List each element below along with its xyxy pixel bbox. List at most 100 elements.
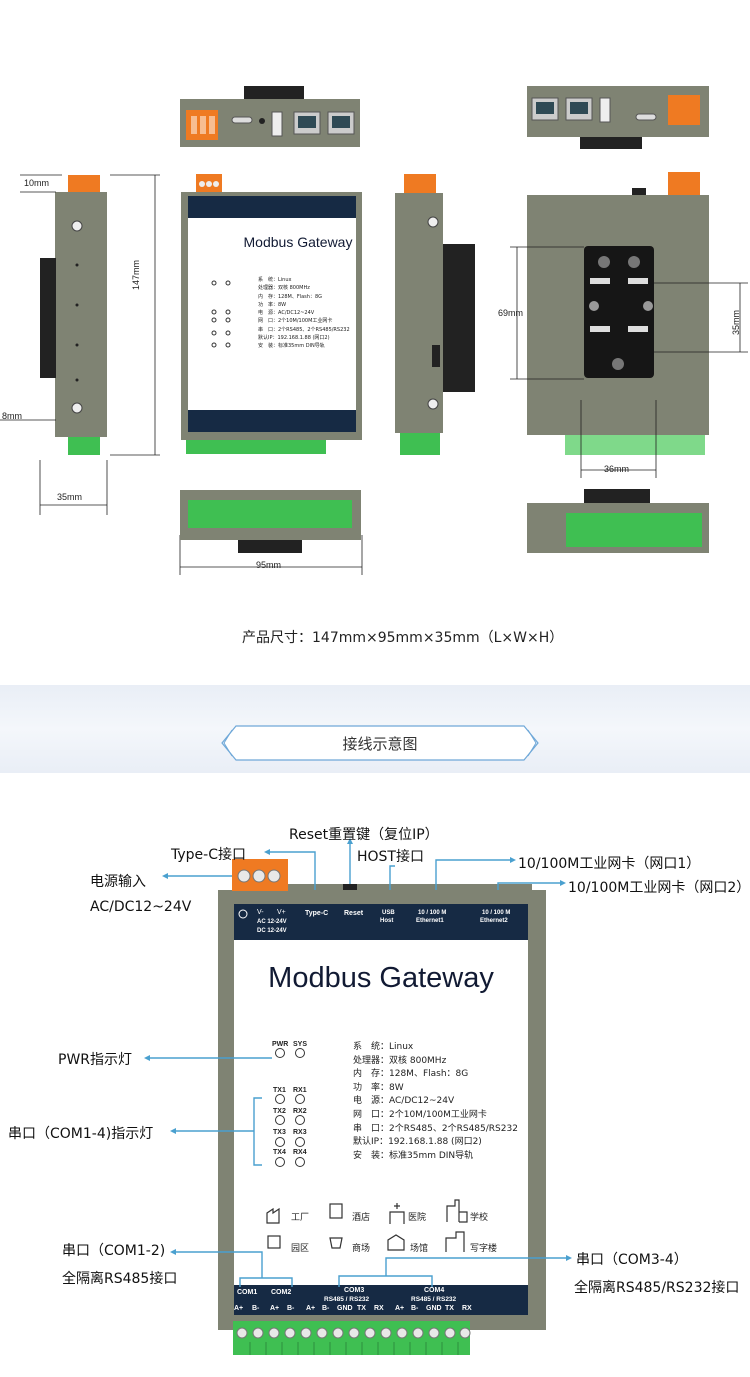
- office-icon: [445, 1231, 465, 1252]
- pin-com4-a: A+: [395, 1305, 405, 1312]
- stadium-icon: [387, 1234, 405, 1251]
- device-header: [234, 904, 528, 940]
- back-view: [510, 172, 748, 478]
- label-eth1: Ethernet1: [416, 918, 444, 924]
- spec-list: 系 统：Linux 处理器：双核 800MHz 内 存：128M、Flash：8…: [353, 1041, 518, 1163]
- label-host: Host: [380, 918, 394, 924]
- dim-front-width: 95mm: [256, 560, 282, 570]
- spec-network: 网 口：2个10M/100M工业网卡: [353, 1109, 487, 1120]
- side-view-left: [0, 174, 160, 515]
- spec-small-serial: 串 口：2个RS485、2个RS485/RS232: [258, 326, 350, 333]
- app-label-school: 学校: [470, 1212, 489, 1222]
- pin-com1-b: B-: [252, 1305, 260, 1312]
- led-label-rx3: RX3: [293, 1129, 307, 1136]
- label-reset: Reset: [344, 910, 364, 917]
- callout-com12: 串口（COM1-2): [62, 1243, 166, 1259]
- led-label-rx2: RX2: [293, 1108, 307, 1115]
- hospital-icon: [389, 1203, 405, 1224]
- front-view-small: [179, 174, 363, 575]
- port-label-com2: COM2: [271, 1289, 292, 1296]
- device-title: Modbus Gateway: [268, 962, 494, 994]
- callout-power: 电源输入: [90, 874, 146, 890]
- spec-small-install: 安 装：标准35mm DIN导轨: [258, 343, 325, 350]
- label-usb: USB: [382, 910, 395, 916]
- pin-com2-b: B-: [287, 1305, 295, 1312]
- pin-com4-tx: TX: [445, 1305, 454, 1312]
- spec-small-os: 系 统：Linux: [258, 277, 292, 283]
- terminal-screws: [236, 1327, 471, 1339]
- wiring-diagram: [144, 838, 572, 1355]
- port-label-rs-4: RS485 / RS232: [411, 1296, 457, 1303]
- spec-power: 功 率：8W: [353, 1082, 404, 1093]
- dim-rail-inner: 35mm: [731, 309, 741, 335]
- pin-com3-b: B-: [322, 1305, 330, 1312]
- port-label-rs-3: RS485 / RS232: [324, 1296, 370, 1303]
- led-group: [275, 1048, 305, 1167]
- led-label-tx4: TX4: [273, 1149, 286, 1156]
- bottom-view-left: [180, 490, 361, 553]
- led-label-tx3: TX3: [273, 1129, 286, 1136]
- device-footer: [234, 1285, 528, 1315]
- mall-icon: [329, 1237, 343, 1249]
- pin-com3-a: A+: [306, 1305, 316, 1312]
- spec-small-ip: 默认IP：192.168.1.88 (网口2): [258, 335, 330, 342]
- dim-side-height: 147mm: [131, 259, 141, 290]
- hotel-icon: [329, 1203, 343, 1219]
- dimension-drawings: [0, 86, 748, 575]
- led-label-tx2: TX2: [273, 1108, 286, 1115]
- park-icon: [267, 1235, 281, 1249]
- port-label-com1: COM1: [237, 1289, 258, 1296]
- led-label-rx1: RX1: [293, 1087, 307, 1094]
- app-icons: [266, 1199, 468, 1252]
- led-label-sys: SYS: [293, 1041, 308, 1048]
- label-eth2-speed: 10 / 100 M: [482, 910, 511, 916]
- section-title: 接线示意图: [342, 735, 418, 753]
- label-vplus: V+: [277, 909, 286, 916]
- pin-com3-tx: TX: [357, 1305, 366, 1312]
- app-label-stadium: 场馆: [410, 1243, 429, 1253]
- callout-reset: Reset重置键（复位IP）: [289, 827, 439, 843]
- pin-com4-rx: RX: [462, 1305, 472, 1312]
- label-eth1-speed: 10 / 100 M: [418, 910, 447, 916]
- pin-com4-gnd: GND: [426, 1305, 442, 1312]
- led-label-pwr: PWR: [272, 1041, 289, 1048]
- label-eth2: Ethernet2: [480, 918, 508, 924]
- label-ac: AC 12-24V: [257, 919, 287, 925]
- pin-com2-a: A+: [270, 1305, 280, 1312]
- dim-side-offset: 8mm: [2, 411, 22, 421]
- spec-memory: 内 存：128M、Flash：8G: [353, 1069, 469, 1080]
- spec-default-ip: 默认IP：192.168.1.88 (网口2): [353, 1137, 482, 1148]
- spec-list-small: 系 统：Linux 处理器：双核 800MHz 内 存：128M、Flash：8…: [258, 276, 350, 351]
- app-label-factory: 工厂: [291, 1212, 310, 1222]
- spec-supply: 电 源：AC/DC12~24V: [353, 1096, 455, 1107]
- spec-serial: 串 口：2个RS485、2个RS485/RS232: [353, 1123, 518, 1134]
- callout-com-led: 串口（COM1-4)指示灯: [8, 1126, 154, 1142]
- callout-power-range: AC/DC12~24V: [90, 899, 192, 915]
- callout-host: HOST接口: [357, 849, 424, 865]
- spec-cpu: 处理器：双核 800MHz: [353, 1055, 447, 1066]
- section-title-frame: [221, 725, 539, 761]
- school-icon: [446, 1199, 468, 1223]
- factory-icon: [266, 1207, 280, 1224]
- port-label-com3: COM3: [344, 1287, 365, 1294]
- pin-com3-rx: RX: [374, 1305, 384, 1312]
- label-vminus: V-: [257, 909, 264, 916]
- spec-small-network: 网 口：2个10M/100M工业网卡: [258, 318, 333, 325]
- product-size: 产品尺寸：147mm×95mm×35mm（L×W×H）: [242, 630, 564, 646]
- side-view-middle: [395, 174, 475, 455]
- callout-com34-desc: 全隔离RS485/RS232接口: [574, 1280, 740, 1296]
- spec-small-supply: 电 源：AC/DC12~24V: [258, 310, 315, 317]
- spec-small-cpu: 处理器：双核 800MHz: [258, 285, 310, 292]
- bottom-view-right: [527, 489, 709, 553]
- device-title-small: Modbus Gateway: [243, 234, 353, 250]
- spec-install: 安 装：标准35mm DIN导轨: [353, 1150, 474, 1161]
- app-label-hospital: 医院: [408, 1212, 427, 1222]
- top-view-left: [180, 86, 360, 147]
- spec-small-memory: 内 存：128M、Flash：8G: [258, 293, 323, 300]
- callout-eth2: 10/100M工业网卡（网口2）: [568, 880, 750, 896]
- spec-small-power: 功 率：8W: [258, 301, 287, 308]
- led-label-tx1: TX1: [273, 1087, 286, 1094]
- dim-top-width: 10mm: [24, 178, 50, 188]
- port-pin-row: A+ B- A+ B- A+ B- GND TX RX A+ B- GND TX…: [234, 1305, 484, 1315]
- spec-os: 系 统：Linux: [353, 1042, 414, 1052]
